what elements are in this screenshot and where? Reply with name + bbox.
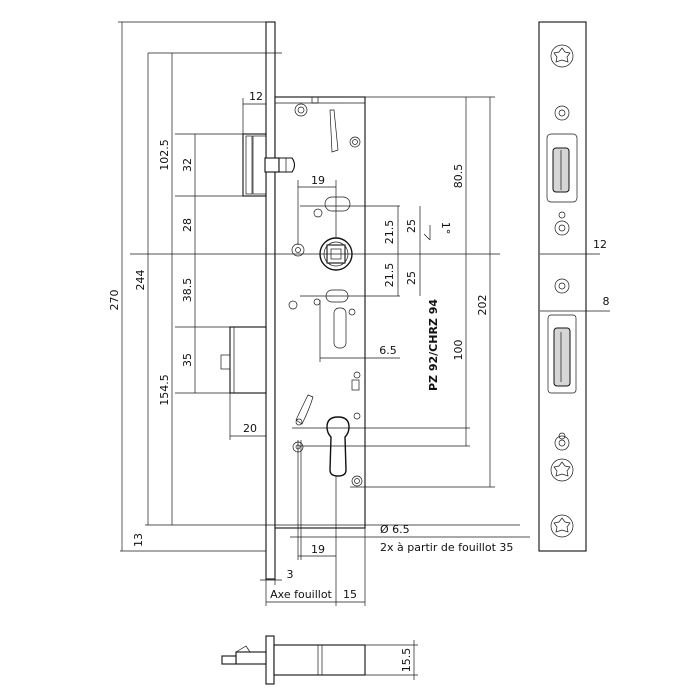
latch-bolt (242, 133, 296, 197)
dim-38-5: 38.5 (181, 278, 194, 303)
dim-15-5-bottom-view: 15.5 (400, 648, 413, 673)
dim-270: 270 (108, 290, 121, 311)
dim-8-faceplate: 8 (603, 295, 610, 308)
dim-102-5: 102.5 (158, 139, 171, 171)
dim-6-5: 6.5 (379, 344, 397, 357)
cylinder-cutout (326, 416, 350, 477)
forend-plate (265, 21, 276, 580)
dim-13: 13 (132, 533, 145, 547)
dim-15: 15 (343, 588, 357, 601)
dim-21-5-lower: 21.5 (383, 263, 396, 288)
dim-3: 3 (287, 568, 294, 581)
dim-32: 32 (181, 158, 194, 172)
dim-202: 202 (476, 295, 489, 316)
dim-25-upper: 25 (405, 219, 418, 233)
dim-100: 100 (452, 340, 465, 361)
extension-lines (120, 52, 530, 552)
faceplate-front-view: 12 8 (538, 21, 610, 552)
top-dimensions: 12 19 20 (229, 90, 337, 440)
dead-bolt (220, 326, 267, 394)
dim-35: 35 (181, 353, 194, 367)
dim-diameter-6-5: Ø 6.5 (380, 523, 410, 536)
bottom-view: 15.5 (221, 635, 418, 685)
label-axe-fouillot: Axe fouillot (270, 588, 332, 601)
dim-244: 244 (134, 270, 147, 291)
dim-21-5-upper: 21.5 (383, 220, 396, 245)
faceplate (538, 21, 587, 552)
dim-12-top: 12 (249, 90, 263, 103)
note-from-follower: 2x à partir de fouillot 35 (380, 541, 513, 554)
dim-19-bottom: 19 (311, 543, 325, 556)
centre-dimensions: 21.5 25 21.5 25 1° 6.5 PZ 92/CHRZ 94 100… (300, 97, 491, 487)
left-dimensions: 270 244 102.5 154.5 32 28 38.5 35 13 (108, 21, 270, 551)
dim-80-5: 80.5 (452, 164, 465, 189)
dim-154-5: 154.5 (158, 374, 171, 406)
dim-28: 28 (181, 218, 194, 232)
lock-body-side-view (220, 21, 400, 580)
dim-20-bolt: 20 (243, 422, 257, 435)
dim-12-faceplate: 12 (593, 238, 607, 251)
dim-19-latch: 19 (311, 174, 325, 187)
bottom-dimensions: Ø 6.5 2x à partir de fouillot 35 19 3 Ax… (260, 476, 513, 606)
dim-1-degree: 1° (439, 222, 452, 235)
cylinder-label: PZ 92/CHRZ 94 (427, 299, 440, 391)
dim-25-lower: 25 (405, 271, 418, 285)
